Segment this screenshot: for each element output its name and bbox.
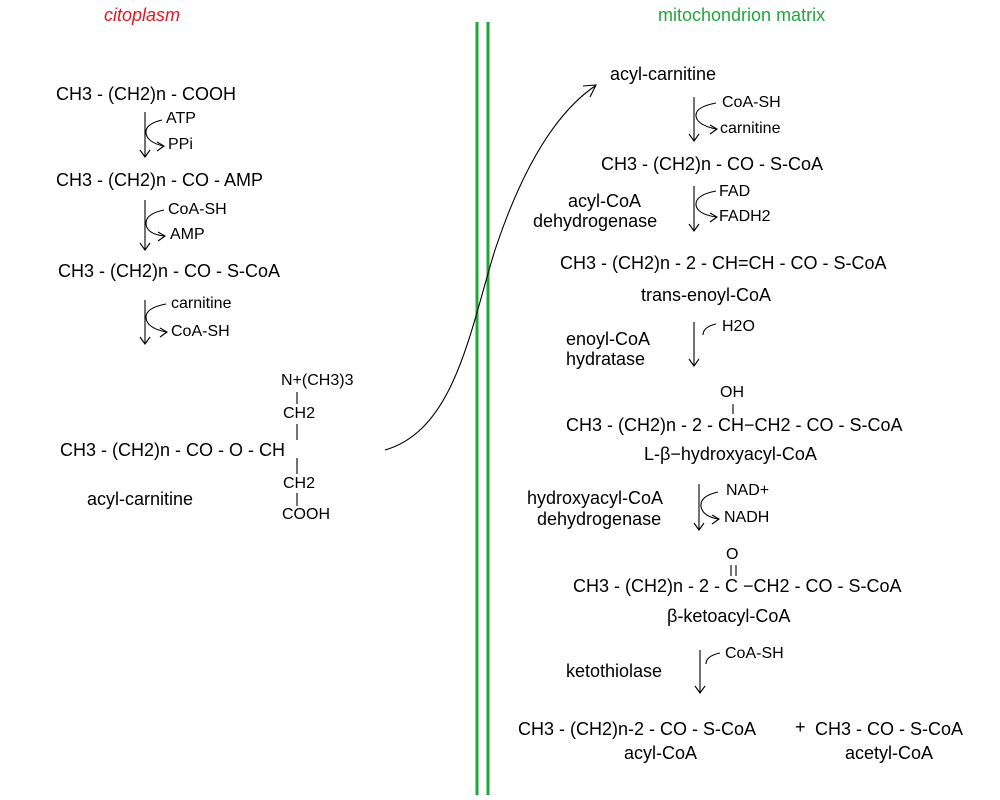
matrix-header: mitochondrion matrix <box>658 5 826 25</box>
hydroxyl-group: OH <box>720 384 744 401</box>
product-acetyl-coa-formula: CH3 - CO - S-CoA <box>815 719 964 739</box>
carnitine-label-m1: carnitine <box>720 120 781 137</box>
acyl-coa-formula-matrix: CH3 - (CH2)n - CO - S-CoA <box>601 154 824 174</box>
product-acyl-coa-formula: CH3 - (CH2)n-2 - CO - S-CoA <box>518 719 757 739</box>
ketoacyl-coa-formula: CH3 - (CH2)n - 2 - C −CH2 - CO - S-CoA <box>573 576 902 596</box>
water-label: H2O <box>722 318 755 335</box>
ketoacyl-coa-name: β-ketoacyl-CoA <box>667 606 791 626</box>
acyl-coa-dehydrogenase-line1: acyl-CoA <box>568 191 642 211</box>
hydroxyacyl-coa-dehydrogenase-line1: hydroxyacyl-CoA <box>527 488 664 508</box>
hydroxyacyl-coa-name: L-β−hydroxyacyl-CoA <box>644 444 817 464</box>
acyl-carnitine-chain: CH3 - (CH2)n - CO - O - CH <box>60 440 285 460</box>
acyl-coa-formula-cyto: CH3 - (CH2)n - CO - S-CoA <box>58 261 281 281</box>
product-acetyl-coa-name: acetyl-CoA <box>845 743 934 763</box>
carnitine-ch2-top: CH2 <box>283 405 316 422</box>
transport-arrow <box>384 85 596 451</box>
trans-enoyl-coa-formula: CH3 - (CH2)n - 2 - CH=CH - CO - S-CoA <box>560 253 887 273</box>
atp-label: ATP <box>166 110 196 127</box>
trimethylammonium-group: N+(CH3)3 <box>281 372 354 389</box>
plus-sign: + <box>795 717 806 737</box>
enoyl-coa-hydratase-line1: enoyl-CoA <box>566 329 651 349</box>
cytoplasm-header: citoplasm <box>104 5 181 25</box>
coash-label-2: CoA-SH <box>171 323 230 340</box>
acyl-amp-formula: CH3 - (CH2)n - CO - AMP <box>56 170 264 190</box>
amp-label: AMP <box>170 226 205 243</box>
enoyl-coa-hydratase-line2: hydratase <box>566 349 646 369</box>
coash-label-m1: CoA-SH <box>722 94 781 111</box>
fatty-acid-formula: CH3 - (CH2)n - COOH <box>56 84 237 104</box>
fadh2-label: FADH2 <box>719 208 771 225</box>
nadh-label: NADH <box>724 509 770 526</box>
hydroxyacyl-coa-formula: CH3 - (CH2)n - 2 - CH−CH2 - CO - S-CoA <box>566 415 903 435</box>
hydroxyacyl-coa-dehydrogenase-line2: dehydrogenase <box>537 509 662 529</box>
ketothiolase-label: ketothiolase <box>566 661 663 681</box>
carnitine-label: carnitine <box>171 295 232 312</box>
carnitine-cooh: COOH <box>282 506 330 523</box>
nad-label: NAD+ <box>726 482 770 499</box>
acyl-coa-dehydrogenase-line2: dehydrogenase <box>533 211 658 231</box>
product-acyl-coa-name: acyl-CoA <box>624 743 698 763</box>
trans-enoyl-coa-name: trans-enoyl-CoA <box>641 285 772 305</box>
keto-oxygen: O <box>726 546 739 563</box>
coash-label-m5: CoA-SH <box>725 645 784 662</box>
acyl-carnitine-label-cyto: acyl-carnitine <box>87 489 194 509</box>
fad-label: FAD <box>719 183 751 200</box>
coash-label-1: CoA-SH <box>168 201 227 218</box>
carnitine-ch2-bottom: CH2 <box>283 475 316 492</box>
ppi-label: PPi <box>168 136 193 153</box>
acyl-carnitine-label-matrix: acyl-carnitine <box>610 64 717 84</box>
